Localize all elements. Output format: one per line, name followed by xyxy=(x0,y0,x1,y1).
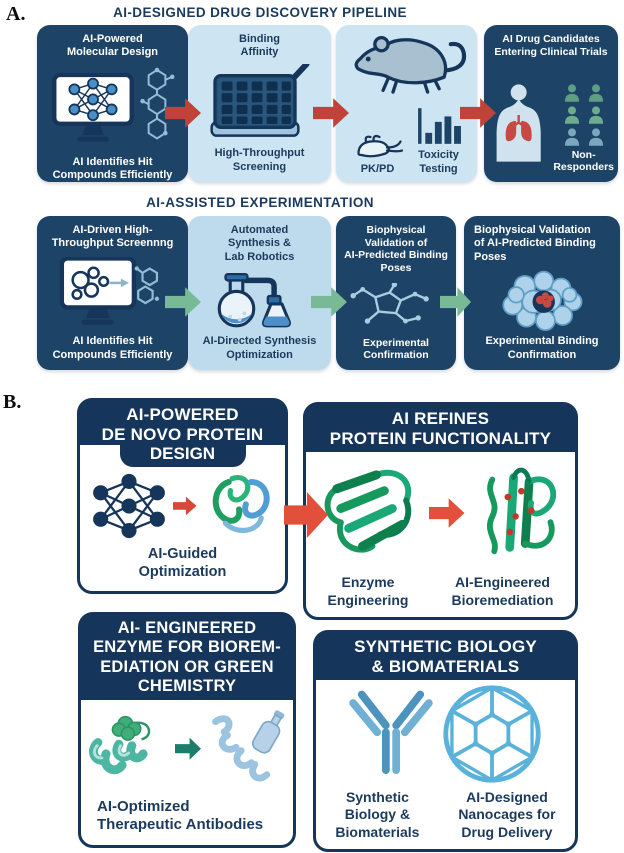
card-caption: AI-Optimized Therapeutic Antibodies xyxy=(97,797,264,834)
card-title: SYNTHETIC BIOLOGY & BIOMATERIALS xyxy=(315,632,576,681)
step-top-label: AI-Driven High- Throughput Screennng xyxy=(51,224,174,250)
step-bottom-label: Experimental Binding Confirmation xyxy=(485,335,599,361)
microplate-icon xyxy=(209,63,310,137)
pipeline-title: AI-DESIGNED DRUG DISCOVERY PIPELINE xyxy=(113,5,407,20)
pkpd-toxicity-row: PK/PD Toxicity Testing xyxy=(340,105,473,176)
step-bottom-label: High-Throughput Screening xyxy=(214,147,305,173)
card-de-novo-protein-design: AI-POWERED DE NOVO PROTEIN DESIGN xyxy=(77,398,288,594)
monitor-molecule-icon xyxy=(59,257,159,325)
human-lungs-icon xyxy=(496,84,541,162)
step-top-label: AI Drug Candidates Entering Clinical Tri… xyxy=(494,33,608,58)
teal-arrow-icon xyxy=(175,737,201,760)
step-top-label: AI-Powered Molecular Design xyxy=(66,33,159,59)
step-ai-hts: AI-Driven High- Throughput Screennng AI … xyxy=(37,216,188,370)
card-protein-functionality: AI REFINES PROTEIN FUNCTIONALITY xyxy=(303,402,578,620)
step-top-label: Binding Affinity xyxy=(239,33,280,59)
step-bottom-label: AI Identifies Hit Compounds Efficiently xyxy=(52,155,173,182)
step-preclinical-testing: PK/PD Toxicity Testing xyxy=(336,25,477,182)
monitor-neural-network-icon xyxy=(51,72,134,142)
mouse-icon xyxy=(356,134,403,157)
card-title: AI- ENGINEERED ENZYME FOR BIOREM- EDIATI… xyxy=(80,614,294,700)
enzyme-blob-icon xyxy=(89,715,151,774)
protein-ribbon-icon xyxy=(212,474,270,533)
card-synthetic-biology: SYNTHETIC BIOLOGY & BIOMATERIALS xyxy=(313,630,578,852)
person-icon xyxy=(588,84,603,102)
person-icon xyxy=(588,106,603,124)
step-top-label: Automated Synthesis & Lab Robotics xyxy=(224,224,295,263)
pkpd-label: PK/PD xyxy=(360,162,395,175)
mutated-ribbon-icon xyxy=(486,467,556,555)
stick-molecule-icon xyxy=(350,282,429,324)
card-caption: Enzyme Engineering xyxy=(327,574,409,608)
step-bottom-label: AI Identifies Hit Compounds Efficiently xyxy=(52,335,173,361)
enzyme-ribbon-icon xyxy=(324,469,411,553)
step-experimental-binding: Biophysical Validation of AI-Predicted B… xyxy=(464,216,620,370)
step-clinical-trials: AI Drug Candidates Entering Clinical Tri… xyxy=(484,25,618,182)
nanocage-icon xyxy=(442,685,541,783)
degraded-polymer-bottle-icon xyxy=(212,709,285,782)
step-binding-affinity: Binding Affinity High-Throughput Screeni… xyxy=(188,25,331,182)
step-icons xyxy=(50,60,176,156)
panel-b-label: B. xyxy=(3,391,22,413)
molecule-icon xyxy=(139,67,174,140)
toxicity-label: Toxicity Testing xyxy=(418,149,459,175)
flasks-icon xyxy=(217,272,291,328)
card-caption: Synthetic Biology & Biomaterials xyxy=(335,788,420,840)
step-automated-synthesis: Automated Synthesis & Lab Robotics AI-Di… xyxy=(188,216,331,370)
card-engineered-enzyme: AI- ENGINEERED ENZYME FOR BIOREM- EDIATI… xyxy=(78,612,296,848)
nonresponders-label: Non- Responders xyxy=(553,148,614,174)
experimentation-title: AI-ASSISTED EXPERIMENTATION xyxy=(146,195,374,210)
person-icon xyxy=(564,84,579,102)
step-biophysical-validation: Biophysical Validation of AI-Predicted B… xyxy=(336,216,456,370)
card-caption: AI-Guided Optimization xyxy=(138,545,227,580)
responders-people-icon xyxy=(562,83,606,147)
person-icon-nonresponder xyxy=(564,128,579,146)
red-arrow-icon xyxy=(172,496,197,516)
card-caption: AI-Engineered Bioremediation xyxy=(451,574,554,608)
antibody-icon xyxy=(348,690,433,775)
person-icon xyxy=(564,106,579,124)
card-title: AI REFINES PROTEIN FUNCTIONALITY xyxy=(305,404,576,453)
step-ai-molecular-design: AI-Powered Molecular Design xyxy=(37,25,188,182)
rat-icon xyxy=(354,35,466,94)
step-top-label: Biophysical Validation of AI-Predicted B… xyxy=(474,224,596,263)
toxicity-bar-chart-icon xyxy=(417,108,461,145)
panel-a-label: A. xyxy=(6,3,26,25)
neural-network-icon xyxy=(92,473,165,539)
card-title: AI-POWERED DE NOVO PROTEIN xyxy=(79,400,286,446)
card-caption: AI-Designed Nanocages for Drug Delivery xyxy=(458,788,556,840)
protein-surface-ligand-icon xyxy=(502,270,583,331)
step-bottom-label: AI-Directed Synthesis Optimization xyxy=(202,335,317,361)
step-top-label: Biophysical Validation of AI-Predicted B… xyxy=(344,224,448,274)
card-title-tab: DESIGN xyxy=(119,444,246,468)
red-arrow-icon xyxy=(428,498,465,528)
person-icon-nonresponder xyxy=(588,128,603,146)
step-bottom-label: Experimental Confirmation xyxy=(363,336,429,362)
hit-molecule-icon xyxy=(135,267,158,305)
